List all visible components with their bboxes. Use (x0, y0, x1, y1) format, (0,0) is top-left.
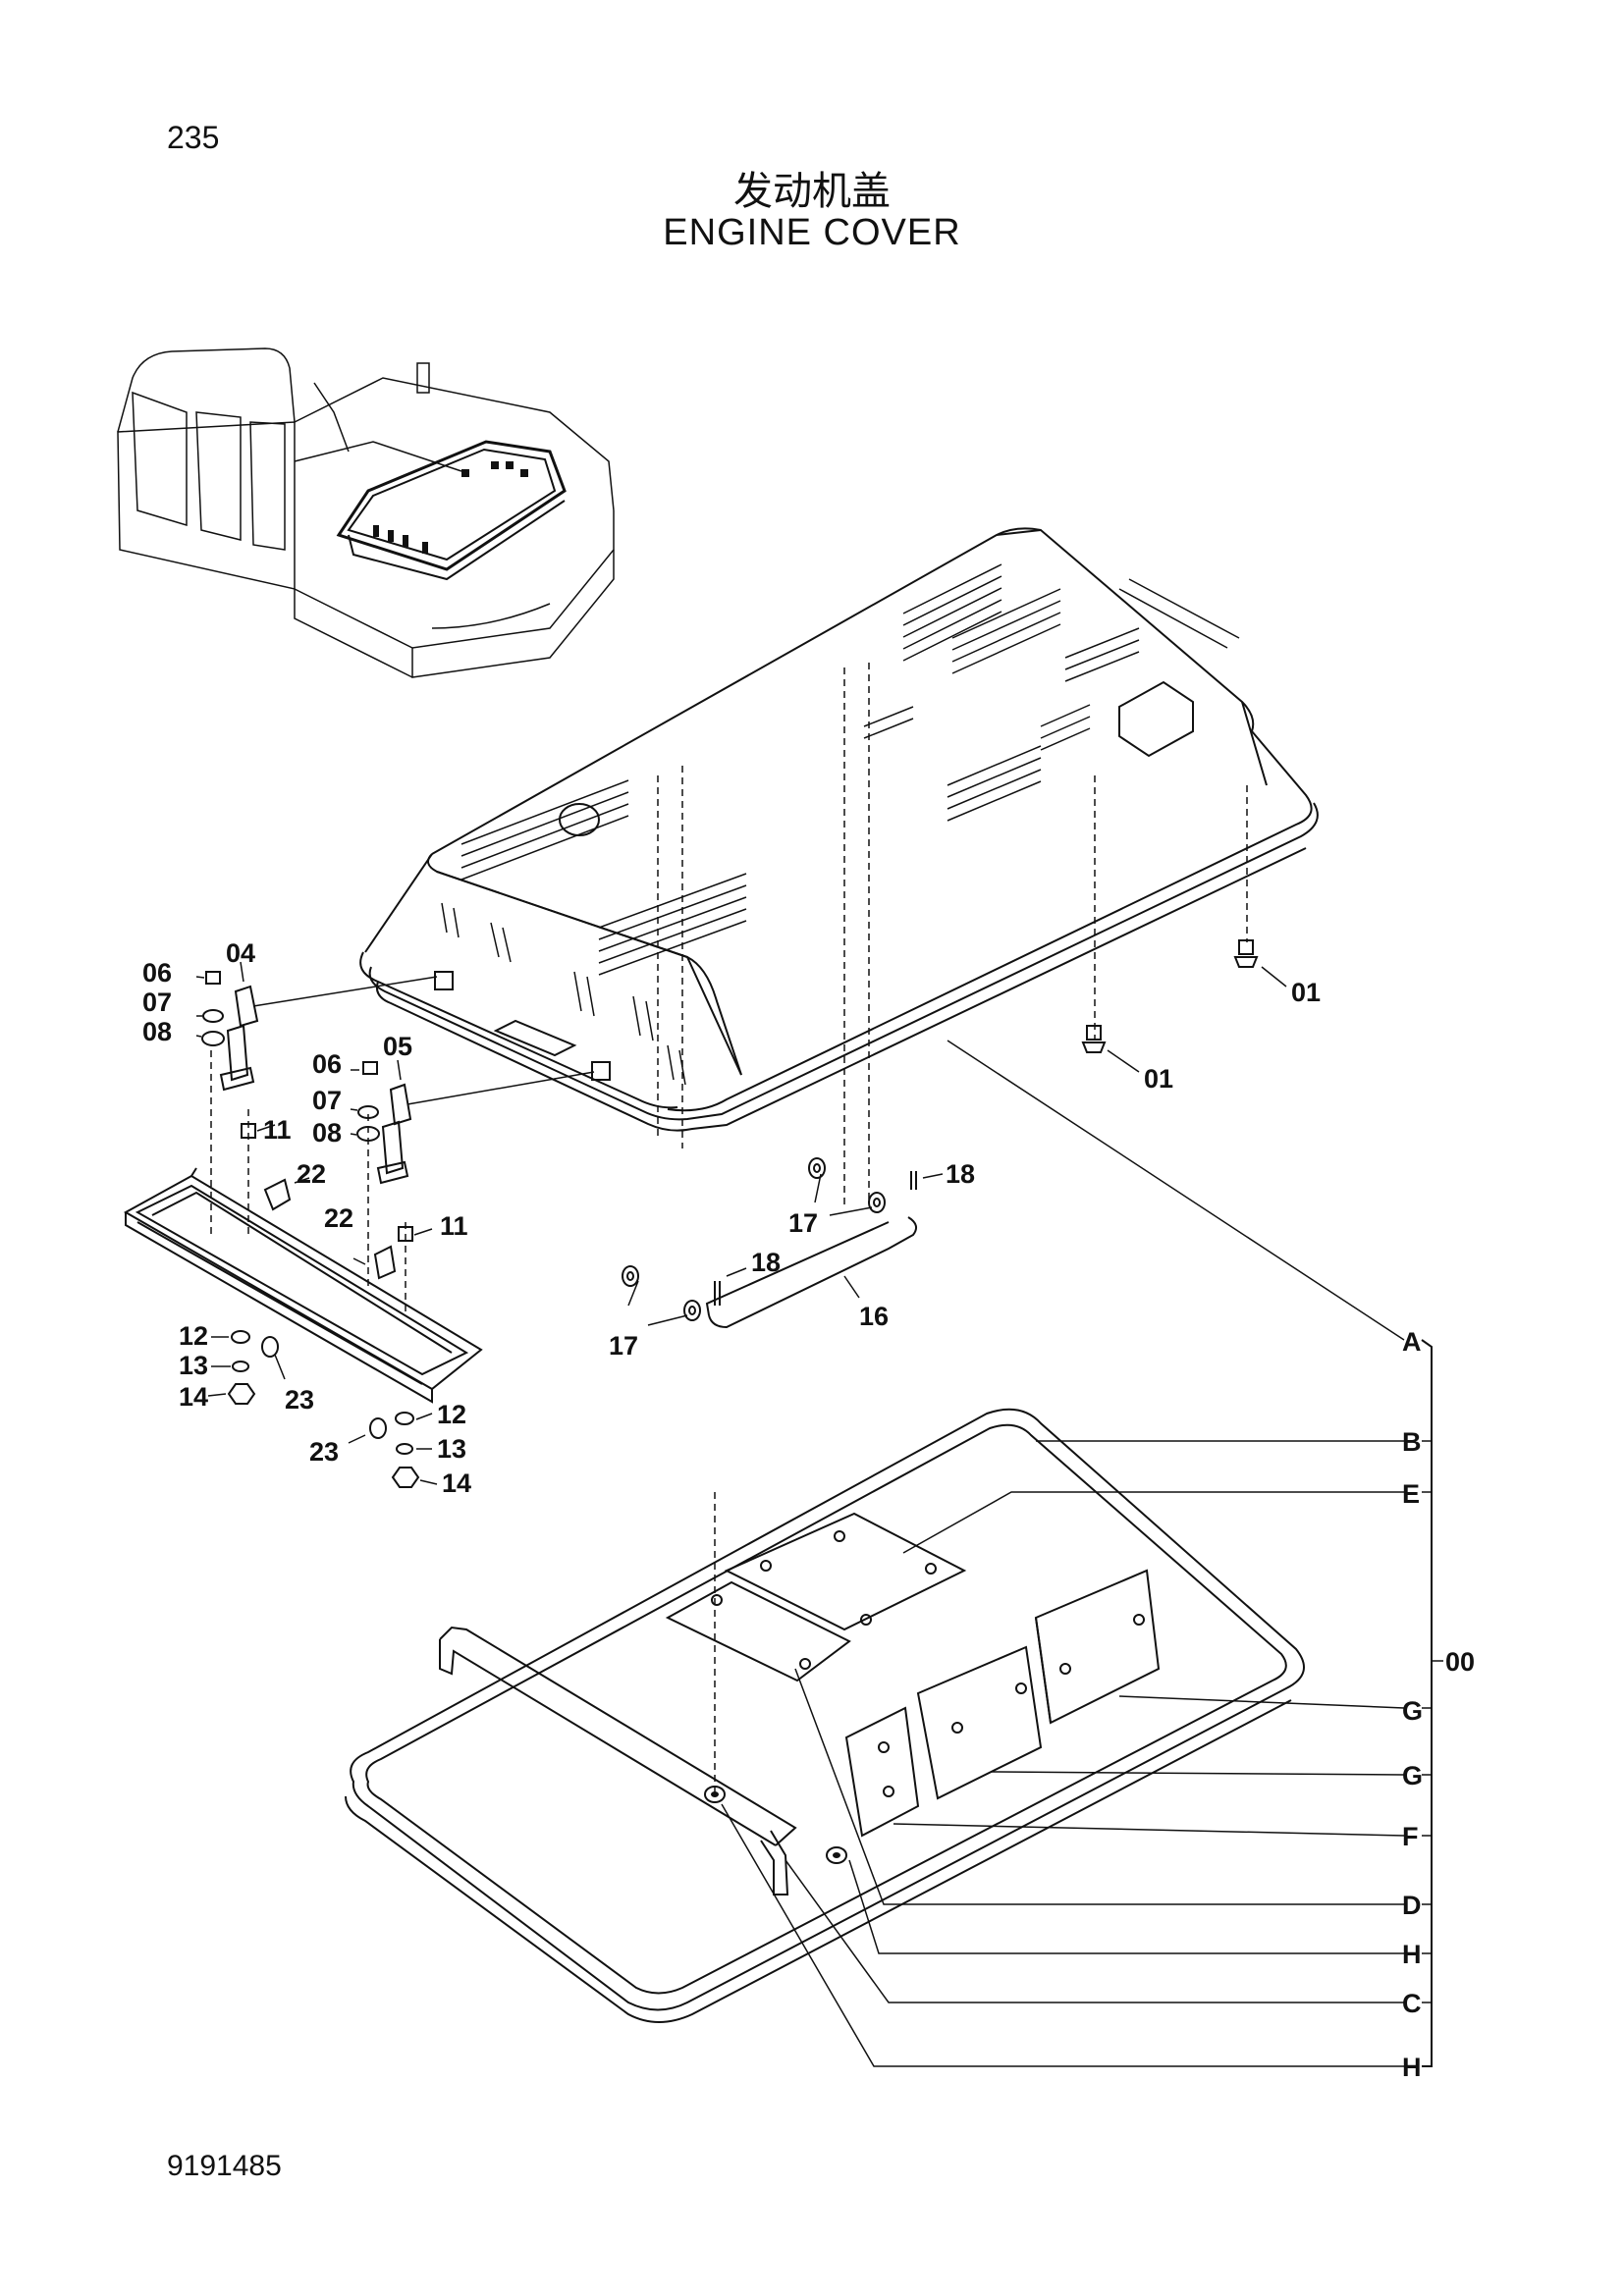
bolts-11 (241, 1123, 413, 1242)
callout-H-lower: H (1402, 2053, 1422, 2082)
callout-14-right: 14 (442, 1468, 471, 1498)
washers-17 (622, 1157, 886, 1321)
callout-22-right: 22 (324, 1203, 353, 1233)
callout-07-right: 07 (312, 1086, 342, 1115)
callout-14-left: 14 (179, 1382, 208, 1412)
callout-13-left: 13 (179, 1351, 208, 1380)
latch-04-assembly (201, 971, 259, 1092)
callout-17-left: 17 (609, 1331, 638, 1361)
callout-22-left: 22 (297, 1159, 326, 1189)
callout-F: F (1402, 1822, 1419, 1851)
insulation-pads-G (916, 1569, 1161, 1800)
callout-06-left: 06 (142, 958, 172, 988)
callout-11-left: 11 (263, 1115, 292, 1145)
latch-05-assembly (356, 1061, 412, 1185)
document-number: 9191485 (167, 2150, 282, 2182)
callout-13-right: 13 (437, 1434, 466, 1464)
callout-G-lower: G (1402, 1761, 1423, 1790)
callout-H-upper: H (1402, 1940, 1422, 1969)
callout-23-right: 23 (309, 1437, 339, 1467)
callout-00: 00 (1445, 1647, 1475, 1677)
assembly-dashed-lines (210, 663, 1248, 1796)
callout-16: 16 (859, 1302, 889, 1331)
letter-leader-lines (721, 1040, 1443, 2067)
seal-frame-B (345, 1408, 1305, 2023)
seal-bar-16 (705, 1216, 918, 1329)
page-title-chinese: 发动机盖 (733, 169, 891, 214)
callout-18-right: 18 (946, 1159, 975, 1189)
callout-11-right: 11 (440, 1211, 468, 1241)
callout-01-right: 01 (1291, 978, 1321, 1007)
callout-B: B (1402, 1427, 1422, 1457)
callout-08-left: 08 (142, 1017, 172, 1046)
engine-cover-main (359, 527, 1319, 1132)
catch-22-left (263, 1178, 292, 1211)
callout-E: E (1402, 1479, 1420, 1509)
callout-01-center: 01 (1144, 1064, 1173, 1094)
callout-18-left: 18 (751, 1248, 781, 1277)
page-number: 235 (167, 120, 220, 155)
insulation-pad-E (665, 1512, 967, 1682)
callout-08-right: 08 (312, 1118, 342, 1148)
washers-12-13-nuts-14 (227, 1330, 420, 1488)
insulation-pad-F (844, 1706, 920, 1838)
callout-12-left: 12 (179, 1321, 208, 1351)
catch-22-right (373, 1245, 397, 1280)
callout-C: C (1402, 1989, 1422, 2018)
nuts-H (704, 1786, 847, 1864)
bar-C (439, 1626, 797, 1896)
callout-23-left: 23 (285, 1385, 314, 1415)
callout-D: D (1402, 1891, 1422, 1920)
callout-05: 05 (383, 1032, 412, 1061)
callout-07-left: 07 (142, 988, 172, 1017)
excavator-locator-illustration (117, 347, 615, 678)
callout-17-right: 17 (788, 1208, 818, 1238)
callout-12-right: 12 (437, 1400, 466, 1429)
bolt-01-right (1233, 939, 1259, 968)
callout-06-right: 06 (312, 1049, 342, 1079)
bolt-01-center (1081, 1025, 1107, 1053)
callout-G-upper: G (1402, 1696, 1423, 1726)
page-title-english: ENGINE COVER (663, 212, 961, 253)
catch-bracket-base (123, 1167, 483, 1404)
callout-04: 04 (226, 938, 255, 968)
callout-A: A (1402, 1327, 1422, 1357)
pins-18 (714, 1171, 917, 1306)
